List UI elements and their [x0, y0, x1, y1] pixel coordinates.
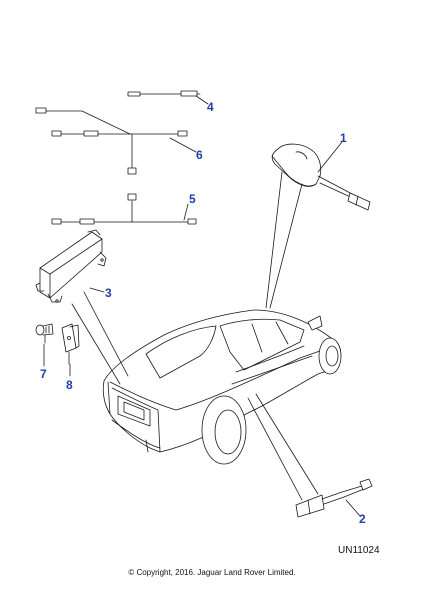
diagram-reference-code: UN11024	[338, 545, 380, 556]
harness-part-5	[51, 193, 197, 225]
callout-6: 6	[196, 148, 203, 162]
aerial-lead-part-2	[295, 478, 373, 518]
callout-1: 1	[340, 131, 347, 145]
callout-2: 2	[359, 512, 366, 526]
bracket-part-8	[61, 323, 80, 365]
callout-7: 7	[40, 367, 47, 381]
control-module-part-3	[35, 229, 107, 303]
callout-3: 3	[105, 286, 112, 300]
callout-5: 5	[189, 192, 196, 206]
callout-8: 8	[66, 378, 73, 392]
car-outline	[102, 309, 342, 465]
key-fob-part-1	[271, 143, 371, 211]
harness-part-6	[35, 107, 188, 175]
copyright-notice: © Copyright, 2016. Jaguar Land Rover Lim…	[128, 568, 296, 577]
harness-part-4	[127, 90, 201, 97]
callout-4: 4	[207, 100, 214, 114]
leader-lines	[43, 95, 361, 517]
screw-part-7	[35, 323, 54, 344]
